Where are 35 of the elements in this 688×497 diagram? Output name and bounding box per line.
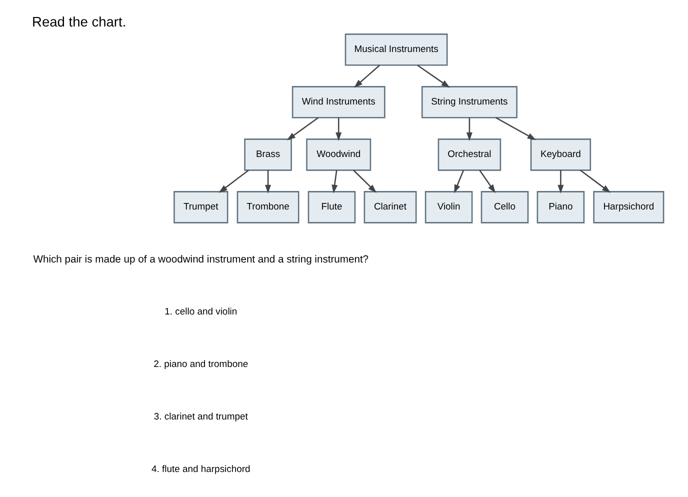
label: 1. cello and violin xyxy=(164,306,238,318)
arrow xyxy=(218,170,249,193)
node-box: Woodwind xyxy=(306,138,372,171)
arrow xyxy=(286,117,319,140)
node-box: Trumpet xyxy=(174,191,228,224)
label: 2. piano and trombone xyxy=(154,359,248,370)
node-box: Violin xyxy=(424,191,473,224)
node-box: Harpsichord xyxy=(593,191,664,224)
node-box: Flute xyxy=(308,191,356,224)
arrow xyxy=(332,170,338,194)
arrow xyxy=(466,118,472,141)
node-box: Clarinet xyxy=(364,191,417,224)
arrow xyxy=(558,170,564,194)
label: 3. clarinet and trumpet xyxy=(154,412,248,423)
node-box: Cello xyxy=(480,191,529,224)
arrow xyxy=(265,170,272,194)
arrow xyxy=(336,118,342,141)
node-box: Trombone xyxy=(236,191,300,224)
label: Which pair is made up of a woodwind instrument and a string instrument? xyxy=(33,254,369,266)
arrow xyxy=(496,117,536,140)
arrow xyxy=(479,170,496,194)
arrow xyxy=(454,170,464,194)
node-box: Orchestral xyxy=(438,138,502,171)
node-box: Brass xyxy=(244,138,292,171)
node-box: String Instruments xyxy=(421,86,518,118)
arrow xyxy=(417,64,450,88)
arrow xyxy=(354,64,380,88)
arrow xyxy=(353,170,377,193)
arrow xyxy=(580,170,611,193)
node-box: Wind Instruments xyxy=(292,86,386,118)
label: 4. flute and harpsichord xyxy=(152,464,250,476)
node-box: Keyboard xyxy=(530,138,592,171)
diagram-title: Read the chart. xyxy=(32,14,126,30)
node-box: Piano xyxy=(536,191,585,224)
node-box: Musical Instruments xyxy=(344,34,448,66)
